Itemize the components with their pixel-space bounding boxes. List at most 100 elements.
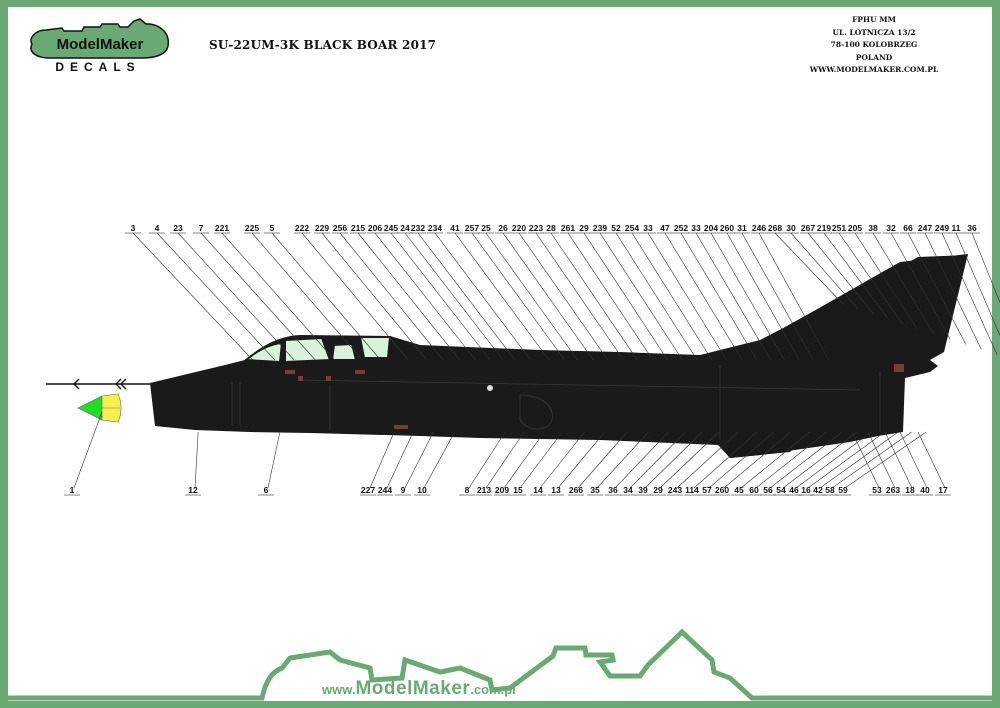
top-callout-label: 47	[660, 223, 670, 233]
bottom-leader-line	[782, 431, 857, 489]
bottom-callout-label: 34	[623, 485, 633, 495]
top-callout-label: 225	[245, 223, 259, 233]
top-leader-line	[955, 232, 1000, 337]
top-callout-label: 254	[625, 223, 639, 233]
top-leader-line	[758, 232, 829, 361]
top-leader-line	[890, 232, 951, 340]
top-leader-line	[790, 232, 859, 310]
top-leader-line	[301, 232, 409, 361]
bottom-leader-line	[519, 431, 563, 489]
top-leader-line	[502, 232, 594, 361]
top-callout-label: 261	[561, 223, 575, 233]
bottom-leader-line	[844, 431, 927, 489]
top-callout-label: 239	[593, 223, 607, 233]
bottom-leader-line	[485, 431, 525, 489]
top-callout-label: 11	[952, 223, 961, 233]
top-callout-label: 232	[411, 223, 425, 233]
top-leader-line	[518, 232, 609, 361]
bottom-callout-label: 17	[938, 485, 948, 495]
address-line-website: WWW.MODELMAKER.COM.PL	[809, 65, 939, 74]
top-callout-label: 29	[579, 223, 589, 233]
bottom-leader-line	[644, 431, 703, 489]
bottom-leader-line	[884, 431, 913, 489]
bottom-callout-label: 244	[378, 485, 392, 495]
top-callout-label: 234	[428, 223, 442, 233]
top-leader-line	[726, 232, 800, 361]
top-callout-label: 221	[215, 223, 229, 233]
bottom-callout-label: 56	[763, 485, 773, 495]
top-leader-line	[823, 232, 889, 320]
bottom-callout-label: 13	[551, 485, 561, 495]
top-callout-label: 204	[704, 223, 718, 233]
top-leader-line	[872, 232, 934, 335]
bottom-leader-line	[386, 431, 414, 489]
bottom-leader-line	[468, 431, 506, 489]
bottom-callout-label: 57	[702, 485, 712, 495]
bottom-leader-line	[194, 431, 199, 489]
top-callout-label: 24	[400, 223, 410, 233]
top-leader-line	[221, 232, 335, 361]
aircraft-canopy	[243, 336, 392, 364]
top-leader-line	[710, 232, 785, 361]
bottom-callout-label: 46	[789, 485, 799, 495]
logo-text-modelmaker: ModelMaker	[57, 36, 144, 53]
bottom-callout-label: 45	[734, 485, 744, 495]
bottom-callout-label: 243	[668, 485, 682, 495]
aircraft-panel-lines	[231, 365, 881, 440]
top-leader-line	[924, 232, 982, 350]
bottom-callout-label: 227	[361, 485, 375, 495]
aircraft-fuselage	[150, 254, 968, 458]
bottom-leader-line	[819, 431, 899, 489]
bottom-leader-line	[708, 431, 775, 489]
top-leader-line	[583, 232, 668, 361]
bottom-callout-label: 16	[801, 485, 811, 495]
bottom-callout-label: 6	[264, 485, 269, 495]
bottom-leader-line	[676, 431, 739, 489]
bottom-callout-label: 260	[715, 485, 729, 495]
manufacturer-address: FPHU MM UL. LOTNICZA 13/2 78-100 KOLOBRZ…	[774, 14, 974, 77]
top-leader-line	[664, 232, 743, 361]
top-callout-label: 33	[643, 223, 653, 233]
top-leader-line	[271, 232, 381, 361]
nose-color-marker	[77, 393, 122, 423]
bottom-leader-line	[596, 431, 649, 489]
top-leader-line	[132, 232, 253, 361]
aircraft-roundel-dot	[487, 385, 493, 391]
bottom-leader-line	[693, 431, 758, 489]
bottom-leader-line	[740, 431, 810, 489]
top-leader-line	[321, 232, 427, 361]
bottom-callout-label: 35	[590, 485, 600, 495]
bottom-callout-label: 263	[886, 485, 900, 495]
top-callout-label: 215	[351, 223, 365, 233]
top-callout-label: 36	[967, 223, 977, 233]
bottom-callout-label: 209	[495, 485, 509, 495]
logo-text-decals: DECALS	[55, 60, 140, 74]
sheet-title: SU-22UM-3K BLACK BOAR 2017	[209, 38, 437, 52]
bottom-leader-line	[723, 431, 791, 489]
top-leader-line	[647, 232, 727, 361]
bottom-callout-label: 15	[513, 485, 523, 495]
top-callout-label: 66	[903, 223, 913, 233]
top-callout-label: 206	[368, 223, 382, 233]
bottom-leader-line	[917, 431, 946, 489]
address-line-street: UL. LOTNICZA 13/2	[832, 27, 916, 37]
bottom-callout-label: 58	[825, 485, 835, 495]
top-leader-line	[434, 232, 531, 361]
top-leader-line	[550, 232, 638, 361]
top-leader-line	[535, 232, 624, 361]
bottom-callout-label: 266	[569, 485, 583, 495]
address-line-city: 78-100 KOLOBRZEG	[830, 40, 918, 49]
bottom-leader-line	[831, 431, 912, 489]
top-leader-line	[615, 232, 698, 361]
top-leader-line	[485, 232, 578, 361]
bottom-leader-line	[769, 431, 843, 489]
top-callout-label: 247	[918, 223, 932, 233]
bottom-callout-label: 54	[776, 485, 786, 495]
top-leader-line	[695, 232, 771, 361]
top-callout-label: 4	[155, 223, 160, 233]
bottom-leader-line	[867, 431, 896, 489]
bottom-callout-label: 9	[401, 485, 406, 495]
bottom-callout-label: 8	[465, 485, 470, 495]
top-callout-label: 268	[768, 223, 782, 233]
top-leader-line	[567, 232, 654, 361]
